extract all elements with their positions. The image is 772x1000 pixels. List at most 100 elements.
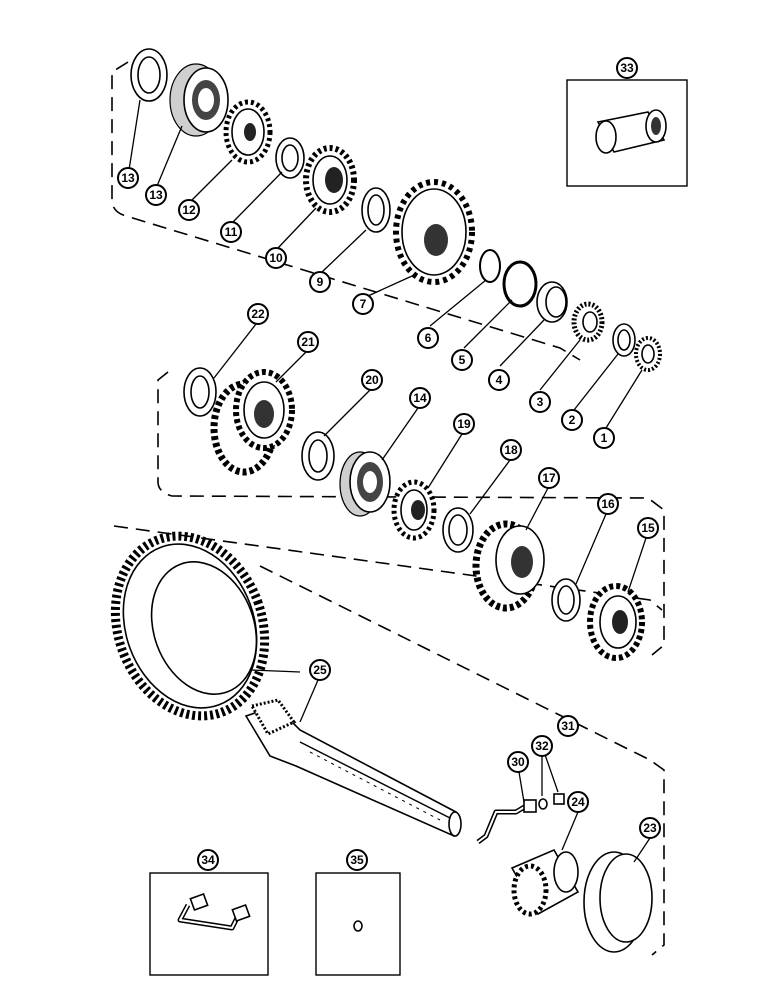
callouts: 13 13 12 11 10 9 7 6 5 4 3 2 1 22 21 20 … <box>117 57 661 871</box>
svg-text:32: 32 <box>535 739 549 753</box>
svg-text:2: 2 <box>569 413 576 427</box>
callout-7: 7 <box>352 293 374 315</box>
part-2-washer <box>612 323 636 357</box>
svg-text:12: 12 <box>182 203 196 217</box>
svg-text:34: 34 <box>201 853 215 867</box>
part-16-washer <box>551 578 581 622</box>
callout-32: 32 <box>531 735 553 757</box>
svg-text:30: 30 <box>511 755 525 769</box>
callout-13-upper: 13 <box>145 184 167 206</box>
svg-text:22: 22 <box>251 307 265 321</box>
callout-13-middle: 14 <box>409 387 431 409</box>
part-13-synchronizer-upper <box>169 63 229 137</box>
part-11-washer <box>275 137 305 179</box>
svg-text:5: 5 <box>459 353 466 367</box>
svg-text:18: 18 <box>504 443 518 457</box>
part-4-bearing-cup <box>536 281 568 323</box>
part-35-o-ring <box>353 920 363 932</box>
part-33-sleeve <box>595 109 667 154</box>
part-10-gear <box>303 145 357 215</box>
svg-text:6: 6 <box>425 331 432 345</box>
svg-text:13: 13 <box>149 188 163 202</box>
svg-text:11: 11 <box>225 225 238 239</box>
svg-text:19: 19 <box>457 417 471 431</box>
svg-text:20: 20 <box>365 373 379 387</box>
callout-21: 21 <box>297 331 319 353</box>
lower-group-outline-right <box>259 565 665 956</box>
svg-text:31: 31 <box>561 719 575 733</box>
part-22-washer <box>183 367 217 417</box>
callout-3: 3 <box>529 391 551 413</box>
callout-35: 35 <box>346 849 368 871</box>
callout-33: 33 <box>616 57 638 79</box>
part-32-o-ring <box>538 798 548 810</box>
svg-text:23: 23 <box>643 821 657 835</box>
part-31-fitting <box>553 793 565 805</box>
callout-4: 4 <box>488 369 510 391</box>
leader-lines <box>128 99 651 863</box>
part-20-washer <box>301 431 335 481</box>
callout-15: 15 <box>637 517 659 539</box>
callout-10: 10 <box>265 247 287 269</box>
part-25-pinion-shaft <box>244 698 462 838</box>
svg-text:3: 3 <box>537 395 544 409</box>
callout-14: 13 <box>117 167 139 189</box>
part-12-gear <box>223 99 273 165</box>
part-1-nut <box>634 336 662 372</box>
part-3-bearing <box>571 301 605 343</box>
part-18-washer <box>442 507 474 553</box>
svg-text:24: 24 <box>571 795 585 809</box>
part-6-snap-ring <box>479 249 501 283</box>
callout-11: 11 <box>220 221 242 243</box>
callout-16: 16 <box>597 493 619 515</box>
callout-5: 5 <box>451 349 473 371</box>
part-34-tube <box>177 892 251 931</box>
callout-1: 1 <box>593 427 615 449</box>
callout-20: 20 <box>361 369 383 391</box>
svg-text:33: 33 <box>620 61 634 75</box>
part-15-gear <box>587 583 645 661</box>
callout-25: 25 <box>309 659 331 681</box>
callout-23: 23 <box>639 817 661 839</box>
svg-text:13: 13 <box>121 171 135 185</box>
svg-text:15: 15 <box>641 521 655 535</box>
upper-group-outline <box>111 61 581 361</box>
part-14-washer <box>130 48 168 102</box>
svg-text:17: 17 <box>542 471 556 485</box>
part-25-ring-gear <box>110 531 270 721</box>
part-5-ring <box>502 260 538 308</box>
callout-12: 12 <box>178 199 200 221</box>
svg-text:7: 7 <box>360 297 367 311</box>
callout-19: 19 <box>453 413 475 435</box>
part-7-large-gear <box>393 179 475 285</box>
part-21-gear <box>210 369 295 476</box>
callout-17: 17 <box>538 467 560 489</box>
part-30-lube-tube <box>476 799 537 844</box>
part-13-synchronizer-middle <box>339 451 391 517</box>
svg-text:16: 16 <box>601 497 615 511</box>
callout-9: 9 <box>309 271 331 293</box>
svg-text:9: 9 <box>317 275 324 289</box>
callout-24: 24 <box>567 791 589 813</box>
callout-6: 6 <box>417 327 439 349</box>
lower-group-outline <box>113 525 663 611</box>
middle-group-outline <box>157 371 665 656</box>
callout-31: 31 <box>557 715 579 737</box>
callout-2: 2 <box>561 409 583 431</box>
callout-30: 30 <box>507 751 529 773</box>
svg-text:35: 35 <box>350 853 364 867</box>
callout-22: 22 <box>247 303 269 325</box>
part-23-bearing-cup <box>583 851 653 953</box>
part-17-gear <box>472 520 545 612</box>
svg-text:25: 25 <box>313 663 327 677</box>
part-9-washer <box>361 187 391 233</box>
svg-text:4: 4 <box>496 373 503 387</box>
svg-text:1: 1 <box>601 431 608 445</box>
part-24-cone-bearing <box>510 848 580 917</box>
callout-34: 34 <box>197 849 219 871</box>
part-19-gear <box>391 479 437 541</box>
svg-text:21: 21 <box>301 335 315 349</box>
callout-18: 18 <box>500 439 522 461</box>
